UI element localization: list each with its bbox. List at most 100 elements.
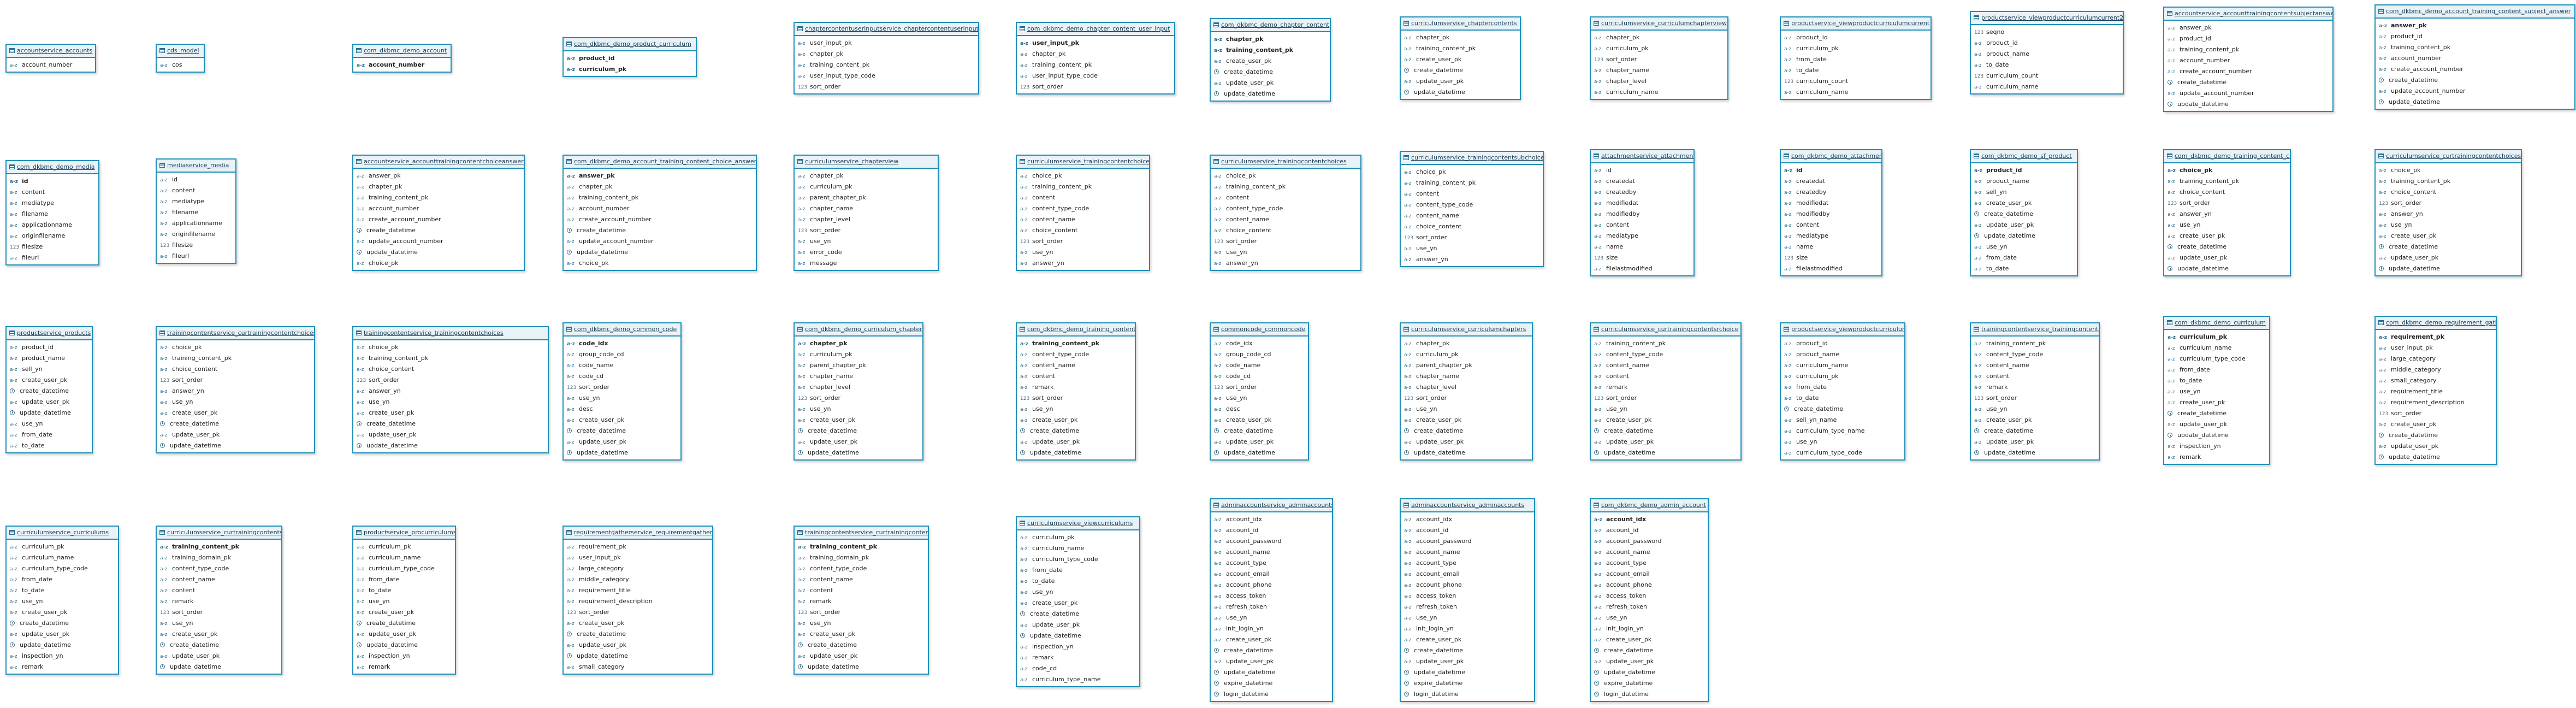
entity-table[interactable]: trainingcontentservice_curtrainingconten… xyxy=(156,326,315,453)
field-row[interactable]: create_datetime xyxy=(1971,209,2077,220)
entity-table[interactable]: curriculumservice_trainingcontentchoices… xyxy=(1210,155,1361,271)
field-row[interactable]: create_datetime xyxy=(2164,77,2332,88)
field-row[interactable]: update_datetime xyxy=(1401,667,1534,678)
field-row[interactable]: create_datetime xyxy=(1211,645,1332,656)
field-row[interactable]: create_datetime xyxy=(7,386,92,397)
entity-table[interactable]: productservice_viewproductcurriculumcurr… xyxy=(1970,11,2124,95)
entity-table[interactable]: com_dkbmc_demo_account_training_content_… xyxy=(2374,4,2575,110)
field-row[interactable]: update_datetime xyxy=(353,247,524,258)
field-row[interactable]: create_datetime xyxy=(2164,241,2290,252)
field-row[interactable]: update_datetime xyxy=(1591,667,1708,678)
field-row[interactable]: update_datetime xyxy=(1017,447,1135,458)
field-row[interactable]: update_datetime xyxy=(2376,263,2521,274)
field-row[interactable]: update_datetime xyxy=(795,662,928,672)
field-row[interactable]: create_datetime xyxy=(1781,404,1904,415)
field-row[interactable]: update_datetime xyxy=(157,662,281,672)
